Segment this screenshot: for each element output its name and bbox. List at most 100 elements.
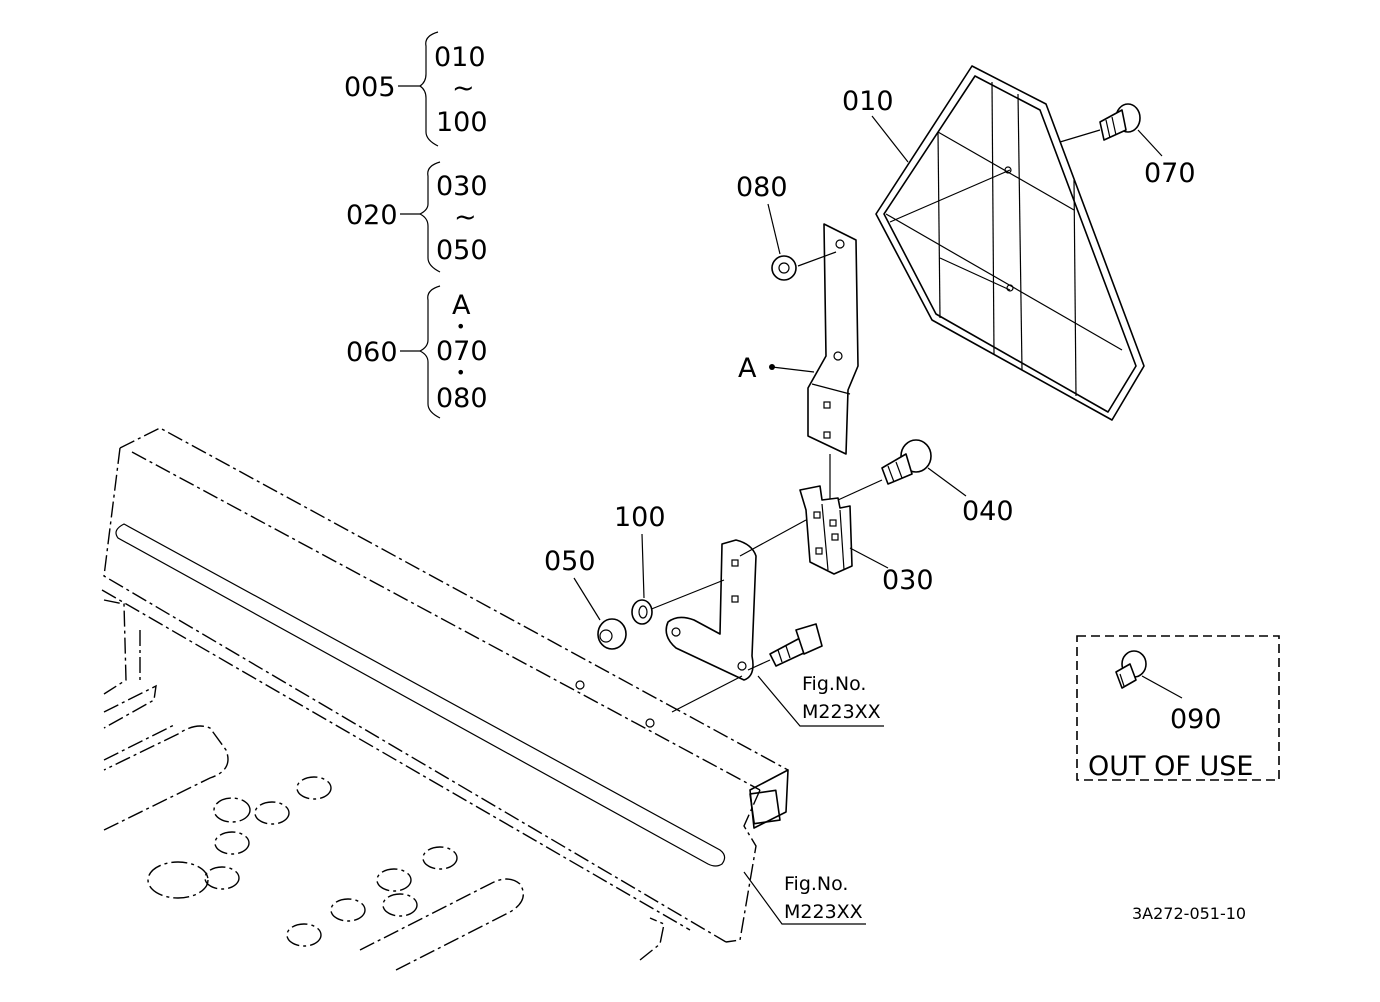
- nut-050-hole: [599, 629, 613, 643]
- group-020-from: 030: [436, 171, 488, 202]
- reflector-mount-hole-2: [1006, 284, 1014, 292]
- bolt-070-shank: [1099, 109, 1127, 141]
- bolt-090-thread: [1119, 673, 1125, 687]
- frame-side-1: [103, 599, 127, 695]
- fig-ref-1-leader: [757, 675, 884, 727]
- part-a-bracket: [797, 223, 859, 510]
- beam-lower-edge: [101, 589, 691, 931]
- washer-100-body: [631, 599, 653, 625]
- bolt-070-thread-2: [1111, 116, 1117, 136]
- fig-ref-2[interactable]: Fig.No. M223XX: [743, 871, 866, 925]
- deck-oval-2: [254, 801, 290, 825]
- group-020-tilde: ~: [454, 202, 477, 233]
- part-040-bolt: [837, 439, 932, 501]
- bracket-a-body: [807, 223, 859, 455]
- group-005-to: 100: [436, 107, 488, 138]
- lower-bracket-bolt-head: [795, 623, 823, 655]
- beam-top-front-edge: [131, 451, 761, 791]
- bolt-070-axis: [1059, 129, 1101, 143]
- bolt-040-thread-1: [887, 465, 895, 483]
- callout-030: 030: [882, 565, 934, 596]
- holder-030-body: [799, 485, 853, 575]
- out-of-use-frame: [1076, 635, 1280, 781]
- group-060-dot-2: •: [456, 363, 465, 382]
- leader-010: [871, 115, 909, 163]
- fig-ref-1[interactable]: Fig.No. M223XX: [757, 673, 884, 727]
- reflector-rib-v4: [937, 131, 941, 319]
- nut-080-hole: [778, 262, 790, 274]
- frame-side-2: [103, 684, 157, 729]
- holder-030-slot-2: [829, 519, 837, 527]
- deck-oval-10: [382, 893, 418, 917]
- group-005-label: 005: [344, 72, 396, 103]
- reflector-mount-line-2: [939, 257, 1011, 291]
- beam-end-profile: [725, 789, 761, 943]
- lower-bracket-body: [665, 539, 757, 681]
- leader-a: [771, 366, 815, 373]
- holder-030-slot-3: [815, 547, 823, 555]
- fig-ref-1-line2: M223XX: [802, 701, 881, 723]
- leader-080: [767, 203, 781, 255]
- reflector-rib-v2: [1017, 93, 1023, 371]
- lower-bracket-axis-1: [739, 519, 807, 557]
- beam-end-hole: [749, 789, 781, 825]
- deck-oval-11: [286, 923, 322, 947]
- bracket-a-bend: [811, 383, 851, 395]
- leader-070: [1137, 129, 1163, 157]
- nut-080-body: [771, 255, 797, 281]
- group-060-item-070: 070: [436, 336, 488, 367]
- part-080-nut: [771, 255, 797, 281]
- callout-a: A: [738, 353, 757, 384]
- reflector-rib-v3: [1073, 179, 1077, 397]
- bracket-a-slot-2: [823, 431, 831, 439]
- reflector-rib-h1: [937, 131, 1075, 211]
- fig-ref-2-line2: M223XX: [784, 901, 863, 923]
- bolt-040-axis: [837, 479, 883, 501]
- group-060-item-a: A: [452, 290, 471, 321]
- beam-slot: [115, 523, 726, 867]
- holder-030-edge-2: [839, 509, 845, 571]
- holder-030-edge: [821, 503, 829, 571]
- base-frame: [101, 427, 789, 971]
- lower-bracket-hole-1: [671, 627, 681, 637]
- deck-oval-9: [330, 898, 366, 922]
- lower-bracket-hole-2: [737, 661, 747, 671]
- bolt-090-shank: [1115, 663, 1137, 689]
- callout-050: 050: [544, 546, 596, 577]
- leader-040: [927, 467, 967, 497]
- fig-ref-1-line1: Fig.No.: [802, 673, 866, 695]
- group-005-from: 010: [434, 42, 486, 73]
- group-060-dot-1: •: [456, 317, 465, 336]
- bracket-a-hole-1: [835, 239, 845, 249]
- lower-bracket-axis-2: [643, 579, 725, 613]
- deck-line-1: [103, 723, 177, 761]
- deck-cutout-1: [103, 725, 229, 831]
- bracket-a-hole-2: [833, 351, 843, 361]
- bolt-040-shank: [881, 453, 913, 485]
- reflector-inner: [883, 75, 1137, 413]
- callout-090: 090: [1170, 704, 1222, 735]
- part-010-reflector: [875, 65, 1145, 421]
- leader-100: [641, 533, 645, 599]
- bracket-a-slot-1: [823, 401, 831, 409]
- group-020-to: 050: [436, 235, 488, 266]
- bolt-070-thread-1: [1105, 119, 1111, 139]
- reflector-mount-hole-1: [1004, 166, 1012, 174]
- deck-oval-4: [214, 831, 250, 855]
- group-060-label: 060: [346, 337, 398, 368]
- group-020-brace: [418, 161, 441, 273]
- deck-oval-5: [147, 861, 209, 899]
- group-060-item-080: 080: [436, 383, 488, 414]
- fig-ref-2-line1: Fig.No.: [784, 873, 848, 895]
- part-030-holder: [799, 485, 853, 575]
- deck-edge: [639, 917, 665, 961]
- beam-hole-2: [645, 718, 655, 728]
- lower-bracket-axis-3: [671, 675, 743, 713]
- beam-end-cap: [749, 769, 789, 829]
- reflector-outer: [875, 65, 1145, 421]
- fig-ref-2-leader: [743, 871, 866, 925]
- reflector-rib-v1: [991, 81, 995, 355]
- washer-100-hole: [638, 605, 648, 619]
